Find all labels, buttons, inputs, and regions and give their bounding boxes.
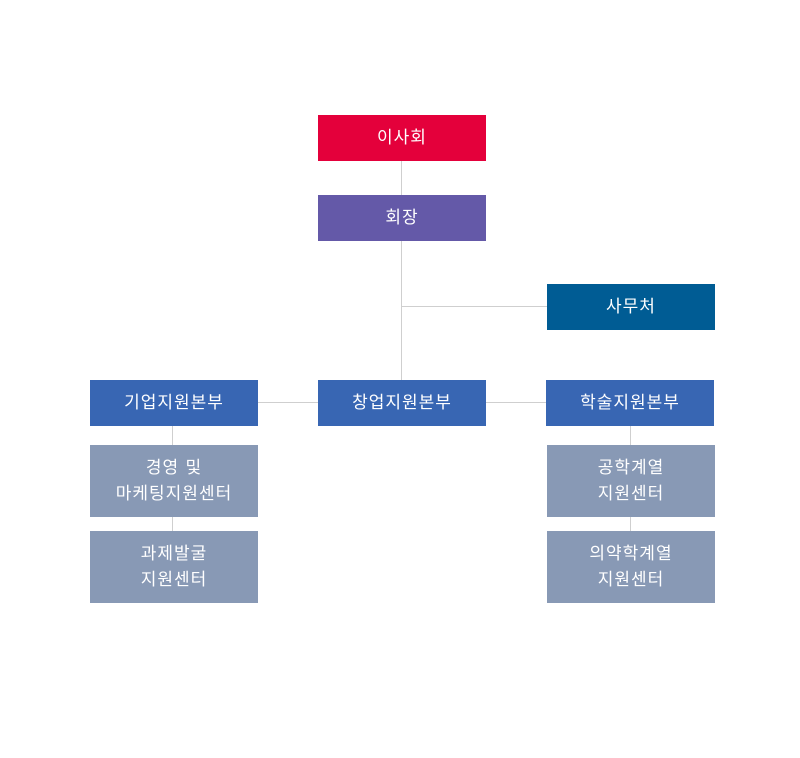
connector-enterprise-mgmt [172, 426, 173, 445]
connector-eng-med [630, 517, 631, 531]
connector-chairman-startup [401, 241, 402, 380]
connector-board-chairman [401, 161, 402, 195]
secretariat-label: 사무처 [606, 297, 656, 317]
medical-center-box: 의약학계열 지원센터 [547, 531, 715, 603]
connector-startup-academic [486, 402, 546, 403]
enterprise-hq-label: 기업지원본부 [124, 393, 224, 413]
engineering-center-box: 공학계열 지원센터 [547, 445, 715, 517]
academic-hq-box: 학술지원본부 [546, 380, 714, 426]
chairman-box: 회장 [318, 195, 486, 241]
center-label-line2: 지원센터 [597, 570, 665, 590]
connector-mgmt-task [172, 517, 173, 531]
center-label-line1: 경영 및 [145, 458, 203, 478]
enterprise-hq-box: 기업지원본부 [90, 380, 258, 426]
board-label: 이사회 [377, 128, 427, 148]
center-label-line2: 지원센터 [140, 570, 208, 590]
center-label-line1: 과제발굴 [140, 544, 208, 564]
secretariat-box: 사무처 [547, 284, 715, 330]
connector-secretariat [401, 306, 547, 307]
center-label-line2: 마케팅지원센터 [115, 484, 233, 504]
chairman-label: 회장 [385, 208, 419, 228]
connector-enterprise-startup [258, 402, 318, 403]
center-label-line1: 공학계열 [597, 458, 665, 478]
center-label-line1: 의약학계열 [589, 544, 673, 564]
academic-hq-label: 학술지원본부 [580, 393, 680, 413]
startup-hq-label: 창업지원본부 [352, 393, 452, 413]
connector-academic-eng [630, 426, 631, 445]
task-discovery-center-box: 과제발굴 지원센터 [90, 531, 258, 603]
mgmt-marketing-center-box: 경영 및 마케팅지원센터 [90, 445, 258, 517]
center-label-line2: 지원센터 [597, 484, 665, 504]
startup-hq-box: 창업지원본부 [318, 380, 486, 426]
board-box: 이사회 [318, 115, 486, 161]
